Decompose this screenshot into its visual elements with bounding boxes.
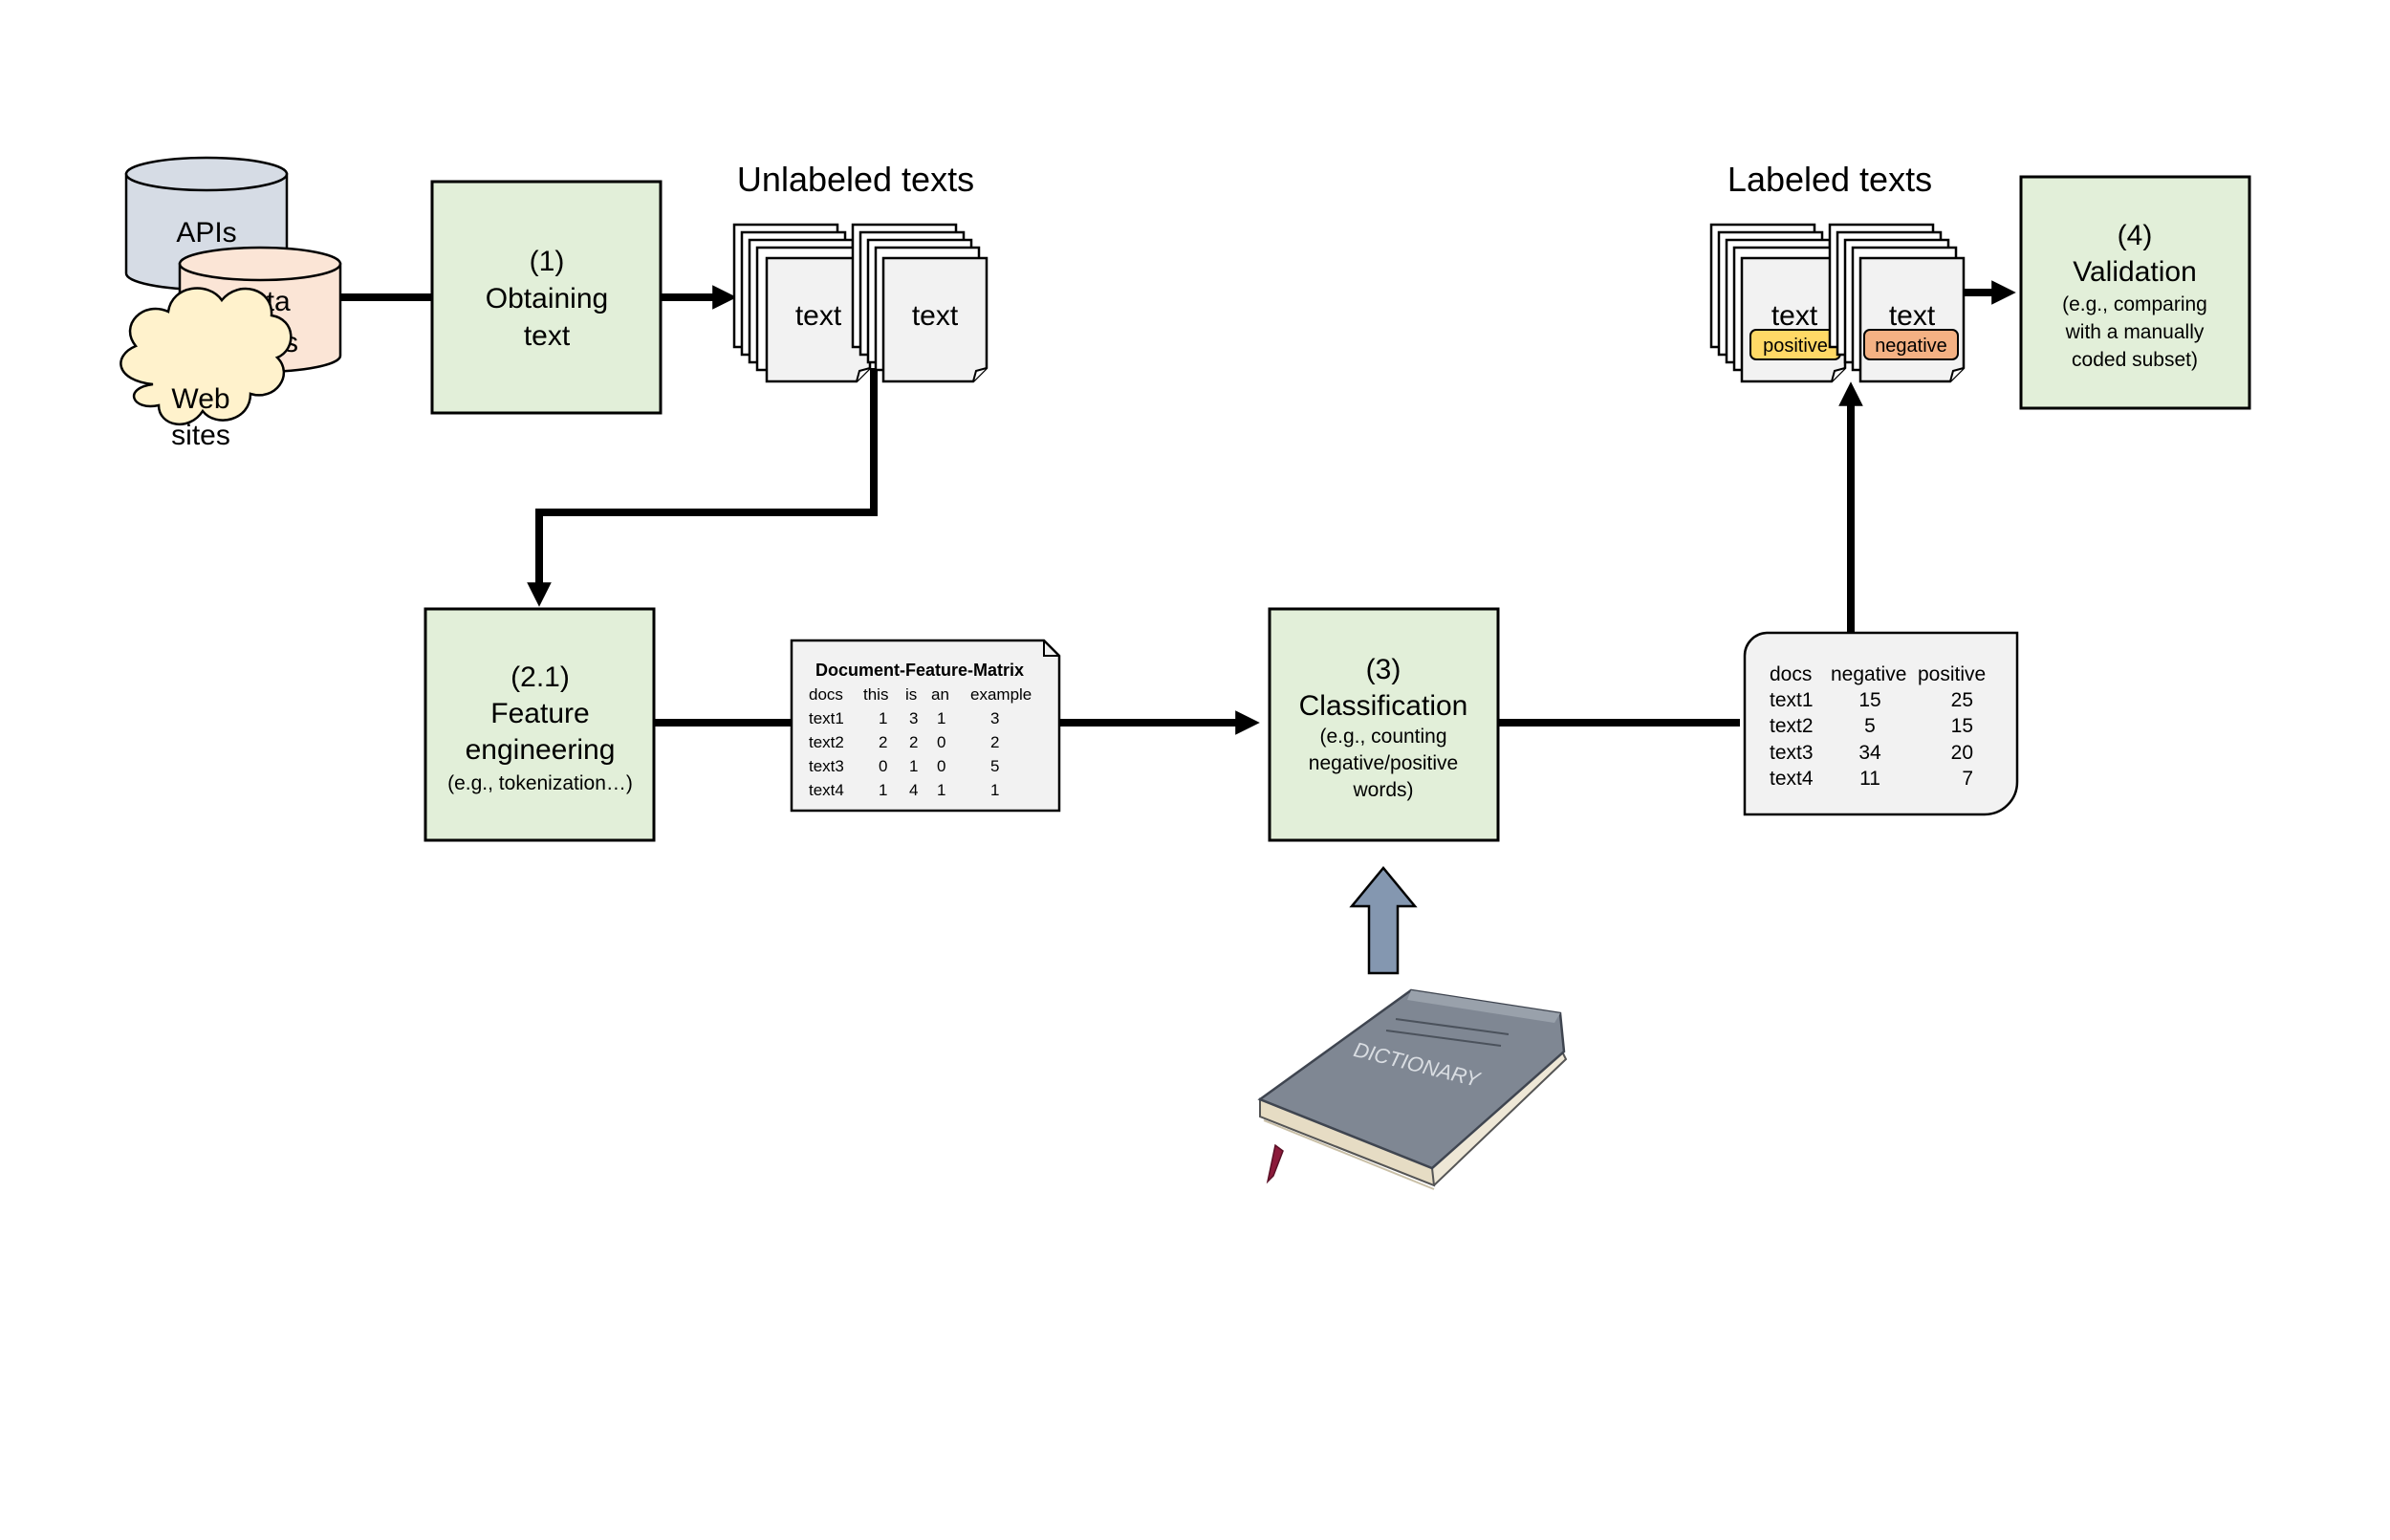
- unlabeled-heading: Unlabeled texts: [737, 160, 974, 199]
- apis-label: APIs: [176, 217, 236, 249]
- dfm-cell: 1: [909, 757, 918, 775]
- websites-label-line2: sites: [171, 420, 230, 451]
- dfm-cell: 4: [909, 781, 918, 799]
- step1-box: (1) Obtaining text: [430, 180, 663, 415]
- labeled-doc-stack-negative: text negative: [1828, 223, 1966, 383]
- websites-cloud: Web sites: [120, 287, 293, 451]
- result-cell: 20: [1951, 742, 1973, 764]
- dfm-cell: text1: [809, 709, 844, 727]
- negative-badge-label: negative: [1875, 336, 1947, 357]
- dfm-row: text1 1 3 1 3: [809, 709, 999, 727]
- labeled-heading: Labeled texts: [1727, 160, 1932, 199]
- arrow-unlabeled-to-step2: [527, 368, 878, 607]
- dfm-row: text4 1 4 1 1: [809, 781, 999, 799]
- dfm-cell: 1: [990, 781, 999, 799]
- dfm-cell: 2: [990, 733, 999, 751]
- dfm-title: Document-Feature-Matrix: [815, 661, 1024, 680]
- result-cell: text2: [1770, 715, 1814, 737]
- step4-number: (4): [2118, 220, 2153, 251]
- result-row: text4 11 7: [1770, 768, 1973, 790]
- dfm-cell: 3: [990, 709, 999, 727]
- labeled-doc-stack-positive: text positive: [1709, 223, 1847, 383]
- step1-title-line2: text: [524, 320, 571, 352]
- result-cell: 15: [1951, 715, 1973, 737]
- dfm-document: Document-Feature-Matrix docs this is an …: [790, 639, 1061, 813]
- dfm-cell: 0: [937, 733, 945, 751]
- dfm-cell: 5: [990, 757, 999, 775]
- labeled-doc-label-positive: text: [1771, 300, 1818, 332]
- dfm-row: text2 2 2 0 2: [809, 733, 999, 751]
- dfm-cell: 0: [937, 757, 945, 775]
- dfm-cell: 1: [937, 709, 945, 727]
- result-cell: text1: [1770, 689, 1814, 711]
- result-cell: 5: [1864, 715, 1876, 737]
- result-header-cell: positive: [1918, 663, 1986, 685]
- step4-note-line2: with a manually: [2065, 321, 2205, 343]
- unlabeled-doc-stack-1: text: [732, 223, 872, 383]
- dfm-cell: 3: [909, 709, 918, 727]
- dfm-cell: text2: [809, 733, 844, 751]
- step1-title-line1: Obtaining: [486, 283, 608, 315]
- dfm-header-cell: this: [863, 685, 888, 704]
- step2-note: (e.g., tokenization…): [447, 772, 633, 794]
- result-cell: 25: [1951, 689, 1973, 711]
- dfm-cell: 0: [879, 757, 887, 775]
- step4-title: Validation: [2073, 256, 2197, 288]
- result-row: text1 15 25: [1770, 689, 1973, 711]
- step4-note-line3: coded subset): [2072, 349, 2198, 371]
- unlabeled-doc-stack-2: text: [851, 223, 989, 383]
- step3-title: Classification: [1299, 690, 1468, 722]
- result-cell: text3: [1770, 742, 1814, 764]
- result-table: docs negative positive text1 15 25 text2…: [1743, 631, 2019, 816]
- dfm-cell: text4: [809, 781, 844, 799]
- step3-number: (3): [1366, 654, 1401, 685]
- dfm-cell: text3: [809, 757, 844, 775]
- up-arrow-icon: [1349, 866, 1418, 975]
- result-cell: 15: [1858, 689, 1880, 711]
- dfm-cell: 1: [937, 781, 945, 799]
- dfm-row: text3 0 1 0 5: [809, 757, 999, 775]
- dfm-header-row: docs this is an example: [809, 685, 1032, 704]
- result-cell: 11: [1859, 768, 1880, 790]
- step3-note-line1: (e.g., counting: [1319, 726, 1446, 748]
- positive-badge-label: positive: [1763, 336, 1828, 357]
- step1-number: (1): [530, 246, 565, 277]
- websites-label-line1: Web: [171, 383, 229, 415]
- result-header-row: docs negative positive: [1770, 663, 1986, 685]
- result-cell: 7: [1962, 768, 1973, 790]
- step2-title-line2: engineering: [466, 734, 616, 766]
- dictionary-book-icon: DICTIONARY: [1257, 988, 1568, 1190]
- result-row: text2 5 15: [1770, 715, 1973, 737]
- negative-badge: [1863, 329, 1959, 360]
- result-cell: 34: [1858, 742, 1881, 764]
- unlabeled-doc-label-1: text: [795, 300, 842, 332]
- result-header-cell: negative: [1831, 663, 1906, 685]
- unlabeled-doc-label-2: text: [912, 300, 959, 332]
- dfm-cell: 1: [879, 781, 887, 799]
- step3-box: (3) Classification (e.g., counting negat…: [1268, 607, 1500, 842]
- result-header-cell: docs: [1770, 663, 1812, 685]
- step4-note-line1: (e.g., comparing: [2062, 293, 2207, 315]
- step3-note-line2: negative/positive: [1309, 752, 1458, 774]
- step2-box: (2.1) Feature engineering (e.g., tokeniz…: [424, 607, 656, 842]
- step3-note-line3: words): [1352, 779, 1413, 801]
- result-row: text3 34 20: [1770, 742, 1973, 764]
- dfm-header-cell: is: [905, 685, 917, 704]
- dfm-header-cell: example: [970, 685, 1032, 704]
- step2-number: (2.1): [511, 662, 570, 693]
- dfm-cell: 2: [879, 733, 887, 751]
- labeled-doc-label-negative: text: [1889, 300, 1936, 332]
- dfm-header-cell: an: [931, 685, 949, 704]
- dfm-header-cell: docs: [809, 685, 843, 704]
- step4-box: (4) Validation (e.g., comparing with a m…: [2019, 175, 2251, 410]
- dfm-cell: 1: [879, 709, 887, 727]
- result-cell: text4: [1770, 768, 1814, 790]
- dfm-cell: 2: [909, 733, 918, 751]
- step2-title-line1: Feature: [490, 698, 589, 729]
